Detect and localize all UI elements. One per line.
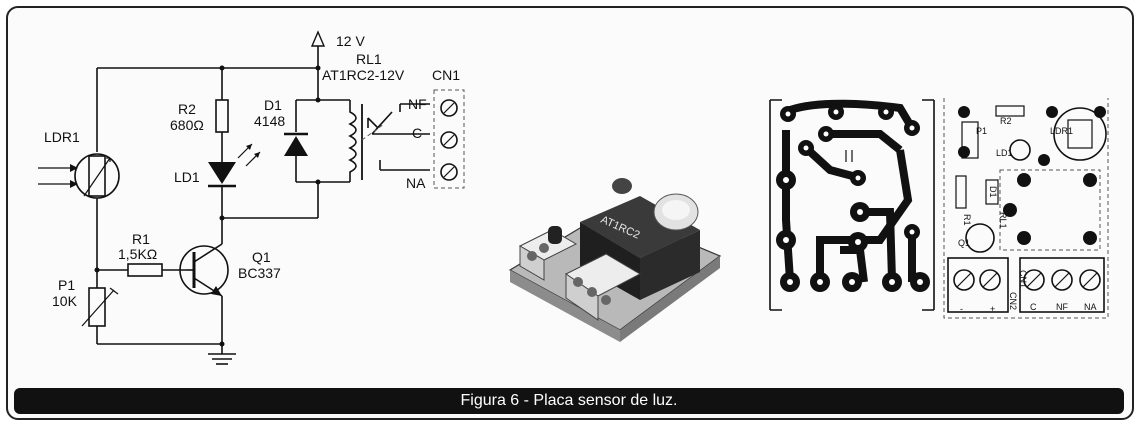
pcb-label: LDR1 bbox=[1050, 126, 1073, 136]
pcb-label: LD1 bbox=[996, 148, 1013, 158]
ldr-label: LDR1 bbox=[44, 129, 80, 145]
p1-symbol bbox=[88, 287, 106, 327]
q1-value: BC337 bbox=[238, 265, 281, 281]
relay-part: AT1RC2-12V bbox=[322, 67, 405, 83]
pcb-label: R1 bbox=[962, 214, 972, 226]
pcb-label: RL1 bbox=[998, 212, 1008, 229]
r1-symbol bbox=[127, 263, 163, 277]
relay-contacts bbox=[361, 103, 430, 171]
pcb-label: Q1 bbox=[958, 238, 970, 248]
pcb-copper bbox=[769, 99, 935, 311]
relay-outline bbox=[999, 169, 1101, 251]
figure-frame bbox=[6, 6, 1134, 420]
cn1-outline bbox=[433, 89, 465, 189]
relay-coil bbox=[348, 100, 357, 182]
pcb-label: P1 bbox=[976, 126, 987, 136]
contact-c-label: C bbox=[412, 125, 422, 141]
board-photo: AT1RC2 bbox=[508, 178, 722, 342]
r1-ref: R1 bbox=[132, 231, 150, 247]
pcb-label: R2 bbox=[1000, 116, 1012, 126]
cn1-terminals bbox=[440, 99, 458, 181]
q1-symbol bbox=[179, 243, 229, 297]
p1-value: 10K bbox=[52, 293, 78, 309]
d1-symbol bbox=[284, 132, 308, 156]
figure-caption: Figura 6 - Placa sensor de luz. bbox=[14, 388, 1124, 414]
pcb-label: CN1 bbox=[1018, 270, 1028, 288]
pcb-label: C bbox=[1030, 302, 1037, 312]
supply-label: 12 V bbox=[336, 33, 365, 49]
pcb-label: NA bbox=[1084, 302, 1097, 312]
contact-nf-label: NF bbox=[408, 96, 427, 112]
cn2-block bbox=[947, 257, 1009, 313]
d1-ref: D1 bbox=[264, 97, 282, 113]
contact-na-label: NA bbox=[406, 175, 426, 191]
figure-canvas: 12 V LDR1 P1 10K bbox=[38, 30, 1109, 365]
supply-arrow-icon bbox=[310, 30, 326, 47]
led-label: LD1 bbox=[174, 169, 200, 185]
q1-ref: Q1 bbox=[252, 249, 271, 265]
pcb-label: + bbox=[990, 304, 995, 314]
pcb-label: D1 bbox=[988, 186, 998, 198]
r2-ref: R2 bbox=[178, 101, 196, 117]
schematic: 12 V LDR1 P1 10K bbox=[38, 30, 465, 365]
pcb-label: CN2 bbox=[1008, 292, 1018, 310]
r1-value: 1,5KΩ bbox=[118, 246, 157, 262]
ldr-outline bbox=[1053, 107, 1107, 161]
connector-label: CN1 bbox=[432, 67, 460, 83]
p1-ref: P1 bbox=[58, 277, 75, 293]
pcb-label: - bbox=[960, 304, 963, 314]
r2-value: 680Ω bbox=[170, 117, 204, 133]
pcb-silkscreen bbox=[943, 98, 1109, 319]
relay-ref: RL1 bbox=[356, 51, 382, 67]
pcb-label: NF bbox=[1056, 302, 1068, 312]
light-arrows-icon bbox=[38, 164, 78, 188]
ldr-symbol bbox=[74, 153, 120, 199]
d1-value: 4148 bbox=[254, 113, 285, 129]
ground-icon bbox=[208, 353, 236, 365]
cn1-block bbox=[1019, 257, 1105, 313]
led-symbol bbox=[208, 143, 261, 188]
r2-symbol bbox=[215, 99, 229, 133]
